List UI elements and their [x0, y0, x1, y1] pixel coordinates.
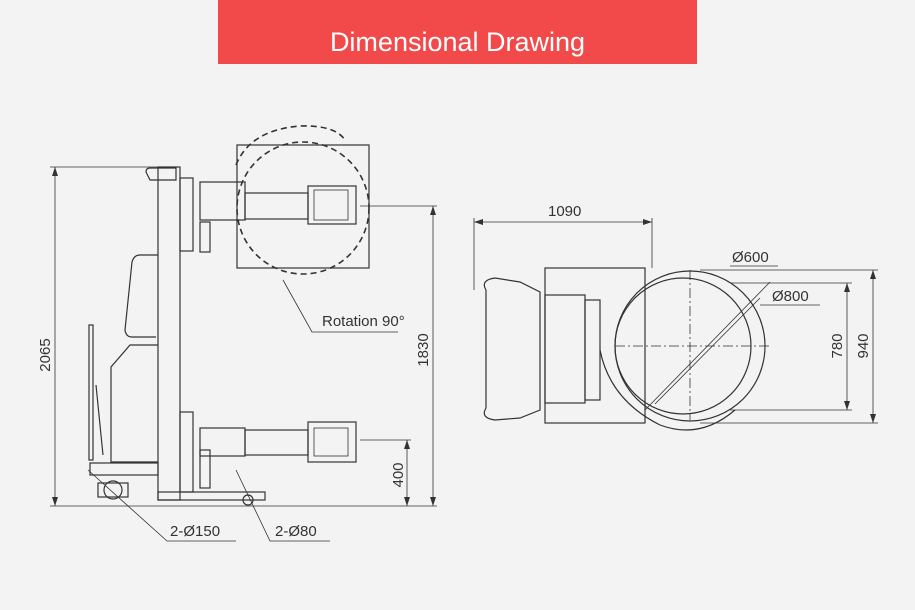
label-rotation: Rotation 90°	[322, 313, 405, 330]
page-title: Dimensional Drawing	[218, 0, 697, 64]
dim-drum-large: Ø800	[772, 288, 809, 305]
dim-drive-wheels: 2-Ø150	[170, 523, 220, 540]
side-view-drawing	[50, 125, 437, 542]
dim-min-lift-height: 400	[390, 462, 407, 487]
dim-overall-height: 2065	[37, 338, 54, 371]
dim-length: 1090	[548, 203, 581, 220]
dim-load-wheels: 2-Ø80	[275, 523, 317, 540]
top-view-drawing	[473, 218, 878, 431]
dim-drum-small: Ø600	[732, 249, 769, 266]
dim-outer-width: 940	[855, 333, 872, 358]
dim-inner-width: 780	[829, 333, 846, 358]
dim-max-lift-height: 1830	[415, 333, 432, 366]
